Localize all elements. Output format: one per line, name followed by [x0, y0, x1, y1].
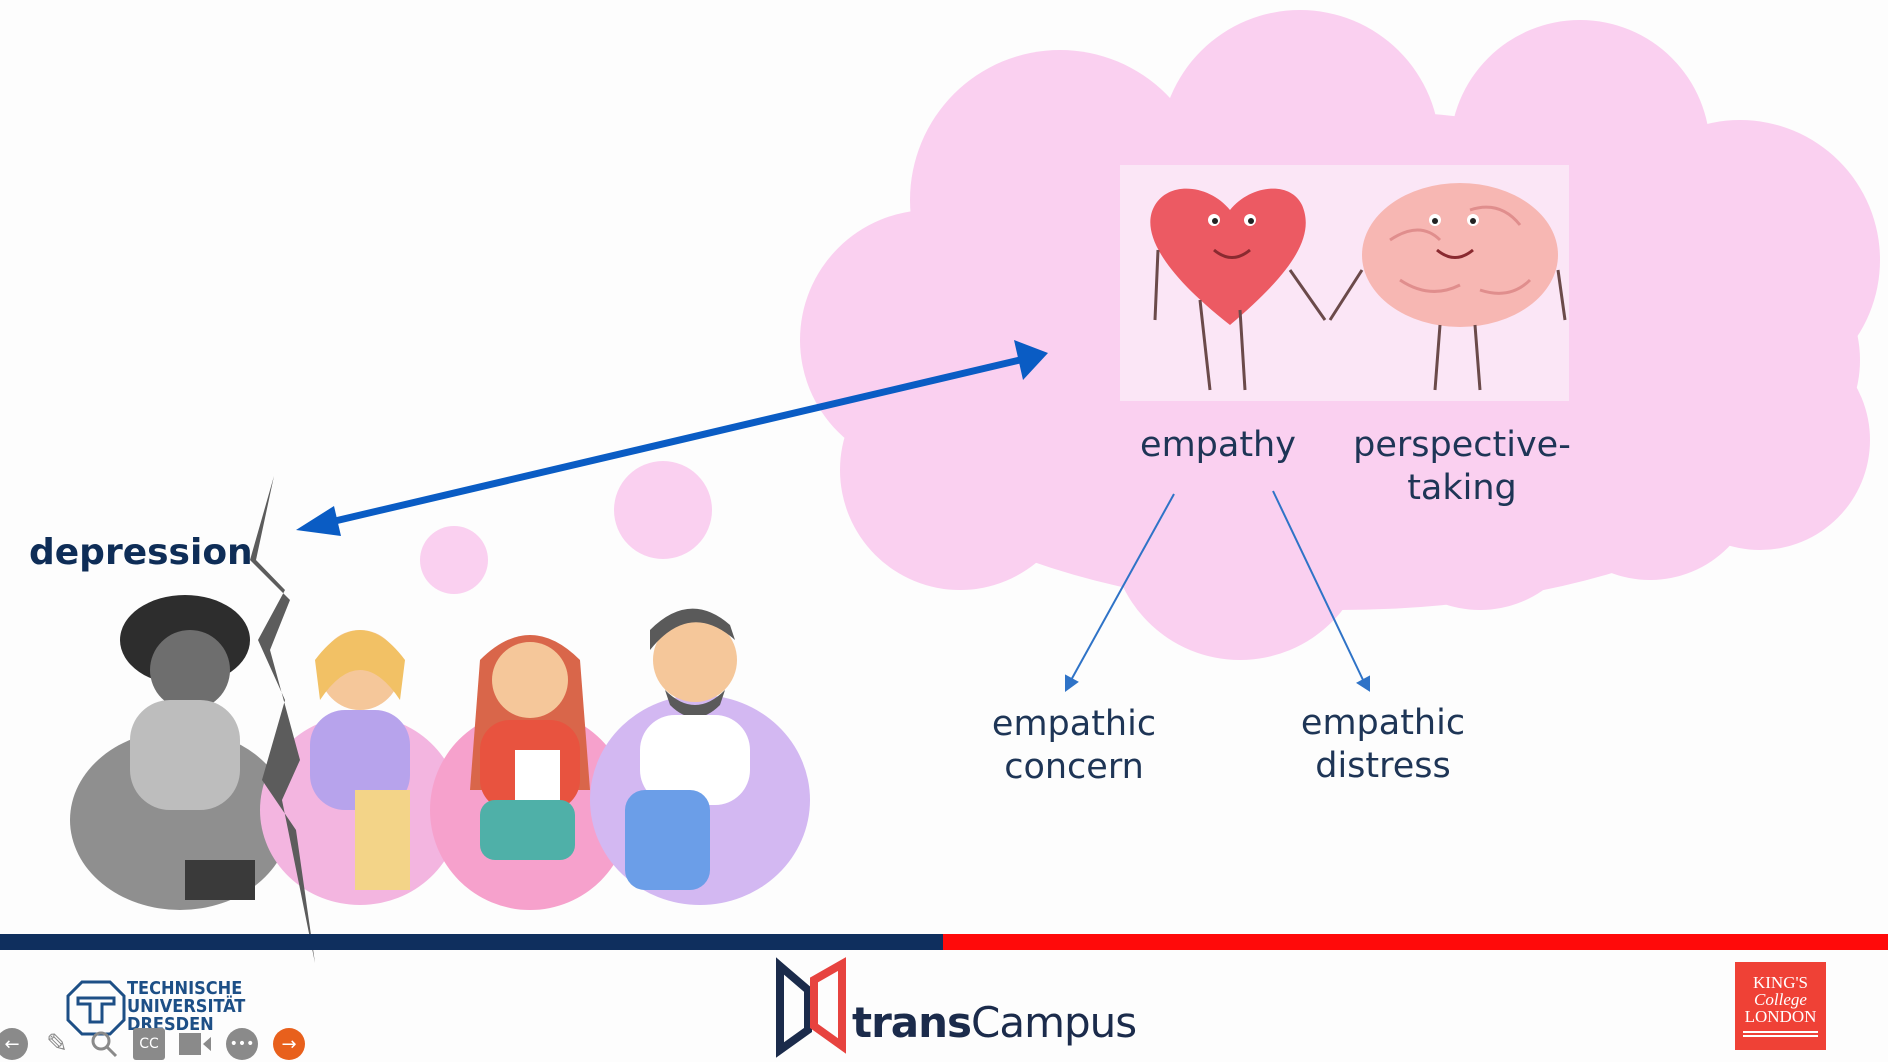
empathic-distress-label: empathic distress — [1301, 702, 1465, 788]
pencil-icon: ✎ — [46, 1029, 68, 1059]
empathy-label: empathy — [1140, 425, 1296, 465]
distress-line2: distress — [1315, 746, 1451, 786]
more-options-button[interactable]: ••• — [226, 1028, 258, 1060]
ellipsis-icon: ••• — [229, 1036, 255, 1052]
cc-icon: CC — [139, 1036, 159, 1052]
brain-icon — [1328, 183, 1567, 391]
zoom-button[interactable] — [88, 1028, 120, 1060]
transcampus-logo: transCampus — [852, 998, 1137, 1047]
perspective-line1: perspective- — [1353, 425, 1571, 465]
group-illustration — [70, 595, 810, 910]
arrow-left-icon: ← — [4, 1033, 20, 1055]
transcampus-bold: trans — [852, 998, 972, 1047]
perspective-taking-label: perspective- taking — [1353, 424, 1571, 510]
captions-button[interactable]: CC — [133, 1028, 165, 1060]
camera-button[interactable] — [179, 1028, 211, 1060]
concern-line2: concern — [1004, 747, 1144, 787]
footer-bar-navy — [0, 934, 943, 950]
transcampus-rest: Campus — [971, 998, 1137, 1047]
previous-slide-button[interactable]: ← — [0, 1028, 28, 1060]
video-camera-icon — [179, 1033, 211, 1055]
tu-line2: UNIVERSITÄT — [127, 996, 246, 1017]
crack-divider — [250, 476, 315, 963]
double-arrow — [296, 340, 1048, 536]
arrow-right-icon: → — [281, 1033, 297, 1055]
arrow-to-concern — [1065, 493, 1175, 692]
next-slide-button[interactable]: → — [273, 1028, 305, 1060]
distress-line1: empathic — [1300, 703, 1466, 743]
thought-cloud — [800, 10, 1880, 660]
transcampus-logo-icon — [776, 957, 846, 1058]
tu-dresden-logo: TECHNISCHE UNIVERSITÄT DRESDEN — [127, 980, 245, 1034]
concern-line1: empathic — [991, 704, 1157, 744]
heart-icon — [1150, 188, 1327, 391]
pen-tool-button[interactable]: ✎ — [41, 1028, 73, 1060]
magnifier-icon — [91, 1031, 118, 1058]
depression-label: depression — [29, 532, 253, 573]
thought-bubble-medium — [614, 461, 712, 559]
perspective-line2: taking — [1407, 468, 1517, 508]
thought-bubble-small — [420, 526, 488, 594]
tu-line1: TECHNISCHE — [127, 978, 243, 999]
kings-line3: LONDON — [1744, 1007, 1817, 1026]
footer-bar-red — [943, 934, 1888, 950]
kings-college-logo: KING'S College LONDON — [1735, 962, 1826, 1050]
arrow-to-distress — [1272, 490, 1370, 692]
kings-line2: College — [1754, 990, 1807, 1009]
kings-line1: KING'S — [1752, 973, 1808, 992]
tu-dresden-logo-icon — [66, 980, 126, 1036]
empathic-concern-label: empathic concern — [992, 703, 1156, 789]
